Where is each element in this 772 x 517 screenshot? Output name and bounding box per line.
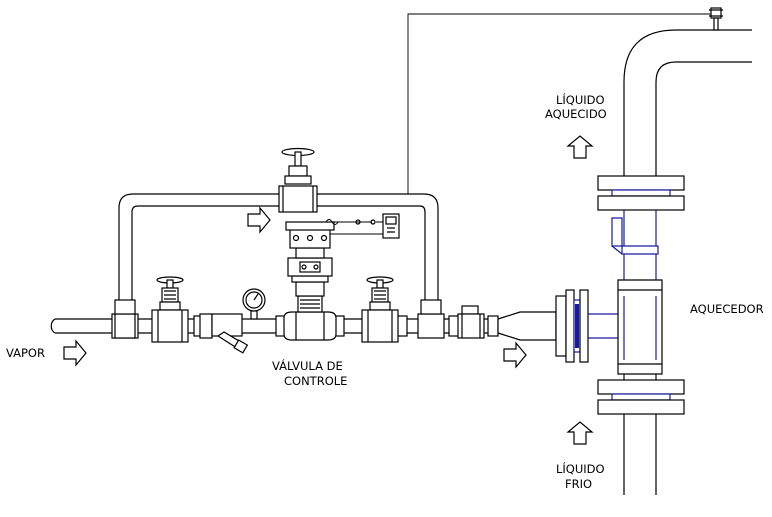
- globe-valve-inlet[interactable]: [151, 276, 189, 343]
- temperature-sensor-icon: [709, 7, 723, 31]
- flow-arrow-right-icon: [503, 341, 527, 369]
- control-valve[interactable]: [283, 221, 337, 341]
- heater-inlet-flange: [555, 289, 622, 363]
- control-valve-label-line1: VÁLVULA DE: [272, 358, 343, 373]
- flow-arrow-right-icon: [247, 206, 271, 234]
- heater-shell: [597, 29, 752, 495]
- pressure-gauge-icon: [242, 288, 266, 320]
- hot-liquid-label-line2: AQUECIDO: [545, 107, 607, 121]
- flow-arrow-up-icon: [566, 421, 594, 445]
- y-strainer: [199, 313, 249, 354]
- controller-unit[interactable]: [320, 213, 400, 239]
- control-valve-label-line2: CONTROLE: [284, 374, 347, 388]
- vapor-label: VAPOR: [6, 346, 45, 360]
- heater-label: AQUECEDOR: [690, 302, 764, 316]
- cold-liquid-label-line2: FRIO: [565, 477, 592, 491]
- flow-arrow-right-icon: [63, 339, 87, 367]
- reducer: [497, 311, 557, 341]
- cold-liquid-label-line1: LÍQUIDO: [556, 461, 605, 476]
- globe-valve-outlet[interactable]: [361, 276, 399, 343]
- flow-arrow-up-icon: [566, 135, 594, 159]
- globe-valve-bypass[interactable]: [278, 147, 318, 213]
- steam-trap: [457, 305, 485, 339]
- hot-liquid-label-line1: LÍQUIDO: [556, 92, 605, 107]
